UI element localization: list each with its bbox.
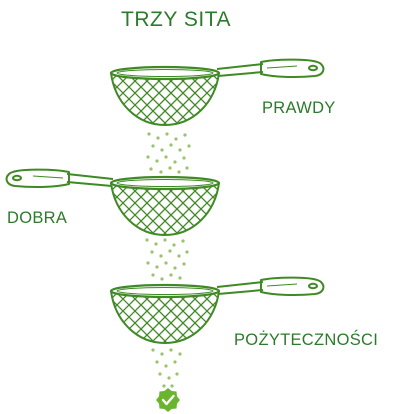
sieve-label-pozytecznosci: POŻYTECZNOŚCI — [234, 331, 379, 349]
page-title: TRZY SITA — [121, 8, 231, 31]
sieve-label-prawdy: PRAWDY — [262, 99, 336, 117]
sieve-icon-dobra — [5, 168, 275, 243]
falling-grains — [145, 132, 191, 388]
sieve-icon-pozytecznosci — [55, 276, 325, 351]
sieve-icon-prawdy — [55, 58, 325, 133]
check-badge-icon — [156, 388, 180, 412]
sieve-label-dobra: DOBRA — [7, 209, 68, 227]
